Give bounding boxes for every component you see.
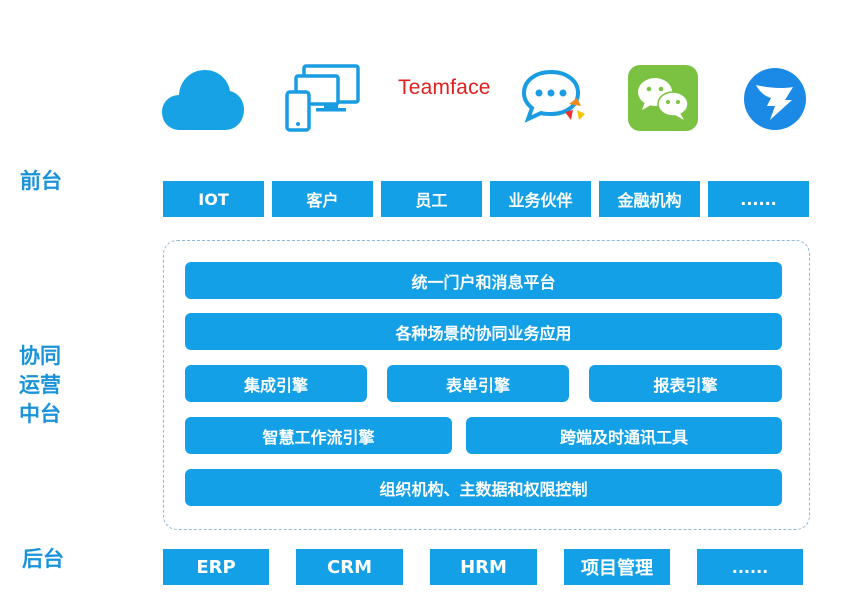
front-item-more: ...... (708, 181, 809, 217)
workflow-engine-bar: 智慧工作流引擎 (185, 417, 452, 454)
middle-platform-container (163, 240, 810, 530)
back-item-crm: CRM (296, 549, 403, 585)
back-layer-label: 后台 (22, 547, 64, 571)
collab-apps-bar: 各种场景的协同业务应用 (185, 313, 782, 350)
front-item-iot: IOT (163, 181, 264, 217)
back-item-erp: ERP (163, 549, 269, 585)
devices-icon (285, 64, 360, 132)
back-item-more: ...... (697, 549, 803, 585)
unified-portal-bar: 统一门户和消息平台 (185, 262, 782, 299)
front-item-partner: 业务伙伴 (490, 181, 591, 217)
back-item-hrm: HRM (430, 549, 537, 585)
org-data-permission-bar: 组织机构、主数据和权限控制 (185, 469, 782, 506)
chat-bubble-icon (521, 69, 585, 123)
front-layer-label: 前台 (20, 169, 62, 193)
front-item-customer: 客户 (272, 181, 373, 217)
im-tool-bar: 跨端及时通讯工具 (466, 417, 782, 454)
report-engine-bar: 报表引擎 (589, 365, 782, 402)
back-item-project: 项目管理 (564, 549, 670, 585)
form-engine-bar: 表单引擎 (387, 365, 569, 402)
front-item-employee: 员工 (381, 181, 482, 217)
cloud-icon (162, 70, 244, 130)
brand-text: Teamface (398, 76, 491, 99)
wechat-icon (628, 65, 698, 131)
middle-layer-label: 协同 运营 中台 (19, 344, 61, 426)
dingtalk-icon (744, 68, 806, 130)
integration-engine-bar: 集成引擎 (185, 365, 367, 402)
front-item-finance: 金融机构 (599, 181, 700, 217)
